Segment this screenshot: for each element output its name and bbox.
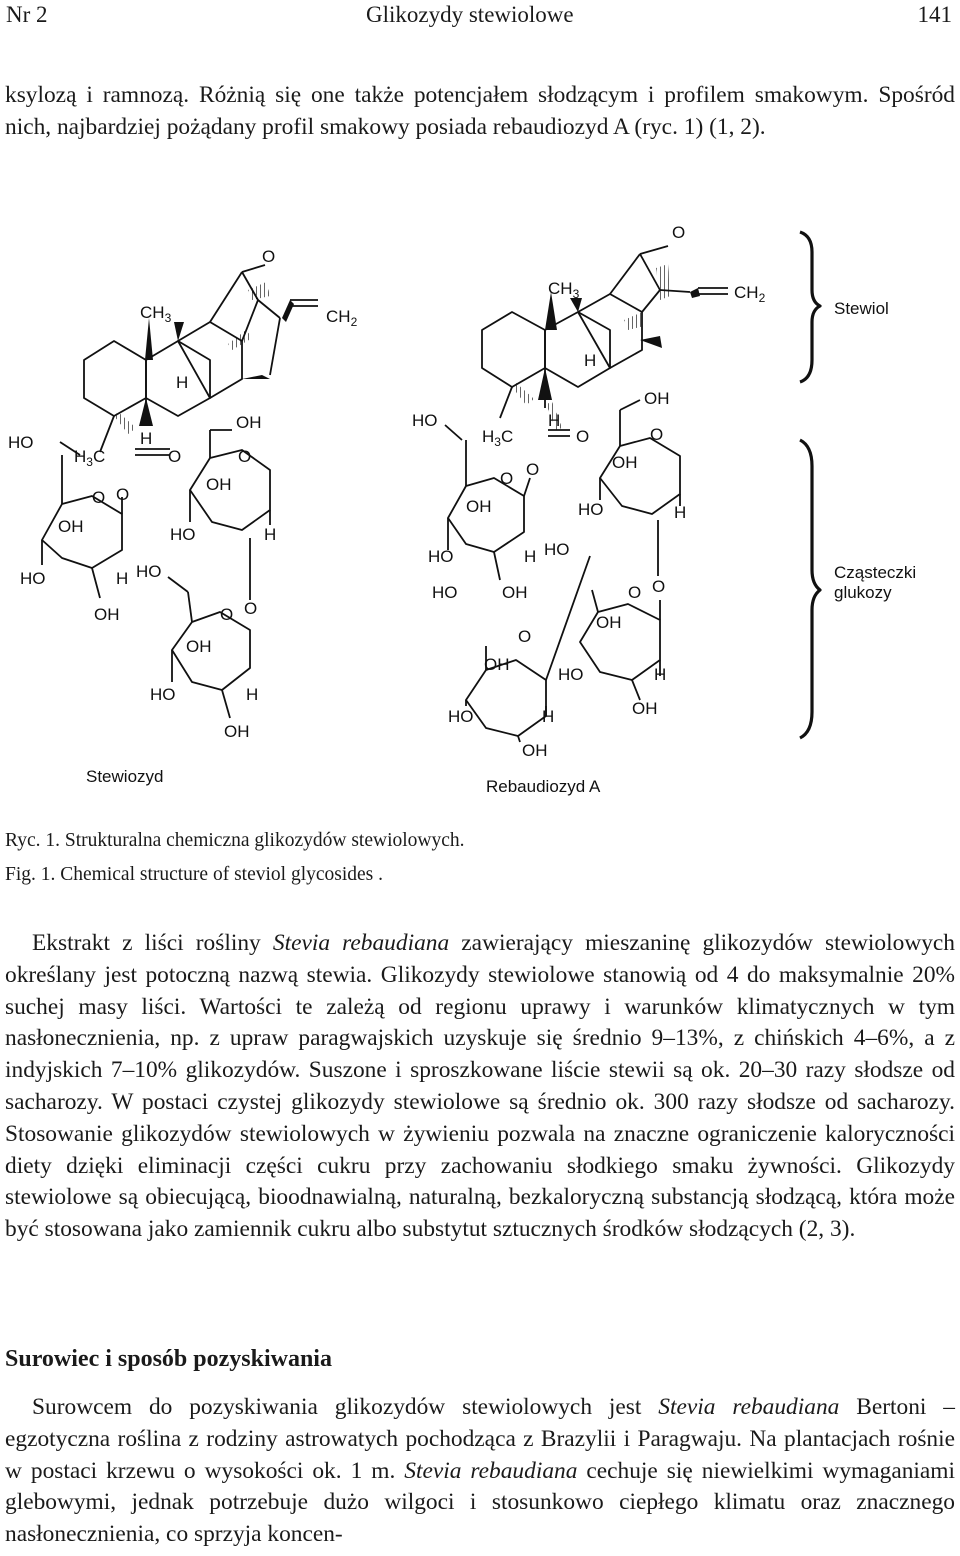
atom-label: H: [246, 685, 258, 704]
atom-label: H: [524, 547, 536, 566]
atom-label: O: [652, 577, 665, 596]
atom-label: HO: [544, 540, 570, 559]
atom-label: OH: [612, 453, 638, 472]
atom-label: H: [542, 707, 554, 726]
atom-label: O: [238, 447, 251, 466]
rebaudiozyd-glucose-1: [447, 477, 525, 553]
atom-label: HO: [428, 547, 454, 566]
atom-label: H3C: [74, 447, 105, 469]
stewiozyd-ring-c: [177, 321, 243, 399]
atom-label: OH: [206, 475, 232, 494]
stewiozyd-glucose-1: [41, 495, 123, 569]
intro-paragraph: ksylozą i ramnozą. Różnią się one także …: [5, 82, 955, 140]
atom-label: HO: [170, 525, 196, 544]
chemical-structure-figure: O CH3 CH2 H OH HO H3C H O O OH O O OH HO…: [8, 223, 916, 796]
atom-label: OH: [596, 613, 622, 632]
atom-label: H3C: [482, 427, 513, 449]
atom-label: HO: [136, 562, 162, 581]
species-name: Stevia rebaudiana: [272, 930, 450, 956]
stewiozyd-glucose-3: [171, 611, 251, 691]
journal-issue: Nr 2: [6, 2, 48, 27]
rebaudiozyd-glucose-2: [599, 437, 681, 515]
atom-label: HO: [412, 411, 438, 430]
steviol-label: Stewiol: [834, 299, 889, 318]
atom-label: OH: [644, 389, 670, 408]
atom-label: HO: [8, 433, 34, 452]
steviol-brace: [799, 230, 822, 384]
body-paragraph-1: Ekstrakt z liści rośliny Stevia rebaudia…: [5, 930, 955, 1243]
glucose-label-line2: glukozy: [834, 583, 892, 602]
atom-label: H: [140, 429, 152, 448]
atom-label: OH: [502, 583, 528, 602]
rebaudiozyd-glucose-3: [579, 603, 661, 681]
glucose-brace: [799, 438, 822, 740]
stewiozyd-label: Stewiozyd: [86, 767, 163, 786]
figure-caption-pl: Ryc. 1. Strukturalna chemiczna glikozydó…: [5, 830, 465, 851]
species-name: Stevia rebaudiana: [658, 1394, 840, 1420]
atom-label: CH3: [548, 279, 580, 301]
atom-label: HO: [578, 500, 604, 519]
atom-label: OH: [484, 655, 510, 674]
atom-label: HO: [20, 569, 46, 588]
atom-label: H: [264, 525, 276, 544]
atom-label: H: [674, 503, 686, 522]
atom-label: OH: [466, 497, 492, 516]
atom-label: CH2: [734, 283, 766, 305]
atom-label: HO: [558, 665, 584, 684]
atom-label: O: [220, 605, 233, 624]
atom-label: OH: [236, 413, 262, 432]
atom-label: HO: [432, 583, 458, 602]
atom-label: O: [116, 485, 129, 504]
atom-label: O: [262, 247, 275, 266]
rebaudiozyd-ring-c: [577, 293, 643, 369]
atom-label: O: [244, 599, 257, 618]
atom-label: OH: [632, 699, 658, 718]
atom-label: O: [500, 469, 513, 488]
atom-label: H: [116, 569, 128, 588]
atom-label: O: [168, 447, 181, 466]
figure-caption-en: Fig. 1. Chemical structure of steviol gl…: [5, 864, 384, 885]
rebaudiozyd-glucose-4: [465, 659, 547, 737]
atom-label: O: [576, 427, 589, 446]
atom-label: OH: [224, 722, 250, 741]
atom-label: OH: [58, 517, 84, 536]
atom-label: HO: [150, 685, 176, 704]
atom-label: OH: [522, 741, 548, 760]
species-name: Stevia rebaudiana: [404, 1457, 578, 1484]
atom-label: OH: [186, 637, 212, 656]
body-paragraph-2: Surowcem do pozyskiwania glikozydów stew…: [5, 1394, 955, 1548]
atom-label: O: [518, 627, 531, 646]
glucose-label-line1: Cząsteczki: [834, 563, 916, 582]
atom-label: HO: [448, 707, 474, 726]
running-header: Nr 2 Glikozydy stewiolowe 141: [0, 0, 960, 34]
atom-label: H: [584, 351, 596, 370]
atom-label: CH3: [140, 303, 172, 325]
stewiozyd-glucose-2: [189, 449, 271, 531]
running-title: Glikozydy stewiolowe: [366, 2, 574, 27]
page-number: 141: [917, 2, 953, 27]
rebaudiozyd-label: Rebaudiozyd A: [486, 777, 601, 796]
atom-label: O: [650, 425, 663, 444]
atom-label: OH: [94, 605, 120, 624]
atom-label: O: [672, 223, 685, 242]
section-heading: Surowiec i sposób pozyskiwania: [5, 1346, 332, 1372]
atom-label: H: [176, 373, 188, 392]
atom-label: O: [526, 460, 539, 479]
atom-label: O: [92, 488, 105, 507]
rebaudiozyd-ring-a: [481, 311, 546, 388]
atom-label: O: [628, 583, 641, 602]
atom-label: H: [654, 665, 666, 684]
stewiozyd-ring-a: [83, 340, 147, 417]
atom-label: H: [548, 411, 560, 430]
atom-label: CH2: [326, 307, 358, 329]
